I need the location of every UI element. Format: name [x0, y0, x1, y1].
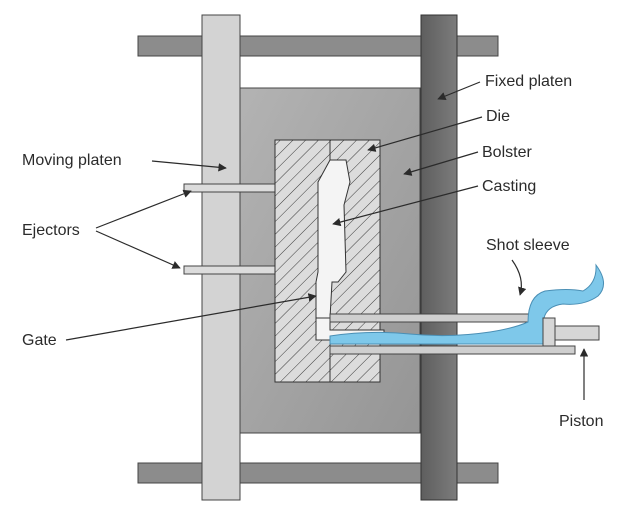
moving-platen-leader	[151, 160, 227, 172]
shot-sleeve-leader	[511, 259, 527, 296]
ejectors-label: Ejectors	[22, 222, 80, 239]
piston-label: Piston	[559, 413, 603, 430]
fixed-platen	[420, 14, 458, 501]
casting-leader	[332, 185, 479, 227]
bolster-leader	[403, 151, 479, 176]
gate-label: Gate	[22, 332, 57, 349]
fixed-platen-leader	[437, 81, 481, 101]
die-leader	[367, 116, 483, 152]
molten-metal	[329, 263, 604, 345]
piston-rod	[554, 325, 600, 341]
piston-head	[542, 317, 556, 347]
casting-cavity	[315, 159, 351, 319]
leader-lines	[65, 81, 589, 400]
die-label: Die	[486, 108, 510, 125]
ejectors-leader-lower	[95, 230, 181, 269]
moving-platen-label: Moving platen	[22, 152, 122, 169]
fixed-platen-label: Fixed platen	[485, 73, 572, 90]
gate-leader	[65, 293, 317, 341]
shot-sleeve-label: Shot sleeve	[486, 237, 570, 254]
casting-label: Casting	[482, 178, 536, 195]
bolster-label: Bolster	[482, 144, 532, 161]
shot-sleeve-top-wall	[329, 313, 531, 323]
moving-platen	[201, 14, 241, 501]
shot-sleeve-bottom-wall	[329, 345, 576, 355]
ejectors-leader-upper	[95, 189, 192, 229]
